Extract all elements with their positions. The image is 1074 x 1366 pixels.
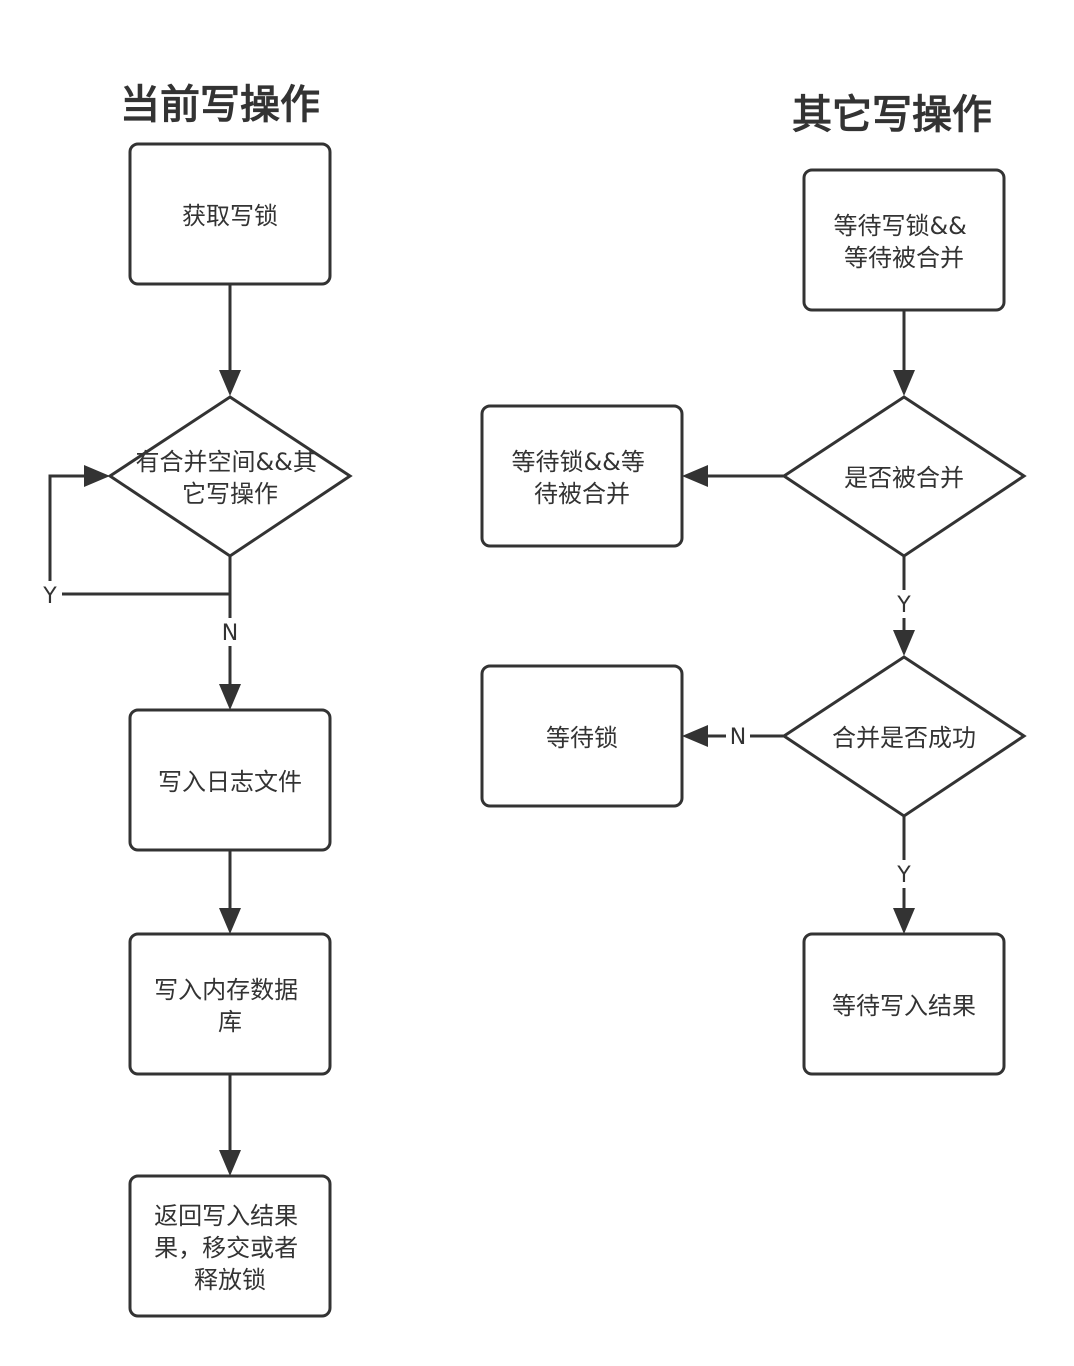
arrowhead bbox=[84, 465, 110, 487]
edge-label-merge-success-yes: Y bbox=[896, 863, 911, 888]
edge-label-loop-yes: Y bbox=[42, 584, 57, 609]
node-wait-lock: 等待锁 bbox=[480, 664, 684, 808]
node-write-memory-db: 写入内存数据 库 bbox=[128, 932, 332, 1076]
node-label: 等待写锁&& 等待被合并 bbox=[833, 212, 974, 272]
node-return-result: 返回写入结果 果，移交或者 释放锁 bbox=[128, 1174, 332, 1318]
node-wait-write-result: 等待写入结果 bbox=[802, 932, 1006, 1076]
arrowhead bbox=[682, 725, 708, 747]
edge-label-merge-fail-no: N bbox=[730, 725, 746, 750]
node-label: 合并是否成功 bbox=[832, 724, 976, 752]
node-wait-lock-and-merge: 等待锁&&等 待被合并 bbox=[480, 404, 684, 548]
node-label: 返回写入结果 果，移交或者 释放锁 bbox=[154, 1202, 306, 1294]
node-label: 等待锁 bbox=[546, 724, 618, 752]
decision-merge-space-and-other-writes: 有合并空间&&其 它写操作 bbox=[107, 395, 353, 558]
node-label: 等待锁&&等 待被合并 bbox=[511, 448, 652, 508]
node-label: 有合并空间&&其 它写操作 bbox=[135, 448, 324, 508]
node-label: 获取写锁 bbox=[182, 202, 278, 230]
left-edges bbox=[48, 285, 241, 1176]
arrowhead bbox=[893, 908, 915, 934]
title-other-write: 其它写操作 bbox=[792, 92, 992, 138]
arrowhead bbox=[219, 1150, 241, 1176]
arrowhead bbox=[893, 370, 915, 396]
node-write-log-file: 写入日志文件 bbox=[128, 708, 332, 852]
arrowhead bbox=[219, 370, 241, 396]
node-label: 写入日志文件 bbox=[158, 768, 302, 796]
decision-merge-success: 合并是否成功 bbox=[781, 655, 1027, 818]
edge-merge-loop-back bbox=[48, 474, 230, 596]
node-label: 等待写入结果 bbox=[832, 992, 976, 1020]
node-label: 写入内存数据 库 bbox=[154, 976, 306, 1036]
arrowhead bbox=[219, 684, 241, 710]
right-edges bbox=[682, 311, 915, 934]
decision-is-merged: 是否被合并 bbox=[781, 395, 1027, 558]
node-acquire-write-lock: 获取写锁 bbox=[128, 142, 332, 286]
node-wait-write-lock-and-merge: 等待写锁&& 等待被合并 bbox=[802, 168, 1006, 312]
edge-label-to-write-log-no: N bbox=[222, 621, 238, 646]
arrowhead bbox=[682, 465, 708, 487]
edge-label-merged-yes: Y bbox=[896, 593, 911, 618]
arrowhead bbox=[893, 630, 915, 656]
title-current-write: 当前写操作 bbox=[120, 82, 320, 128]
node-label: 是否被合并 bbox=[844, 464, 964, 492]
arrowhead bbox=[219, 908, 241, 934]
